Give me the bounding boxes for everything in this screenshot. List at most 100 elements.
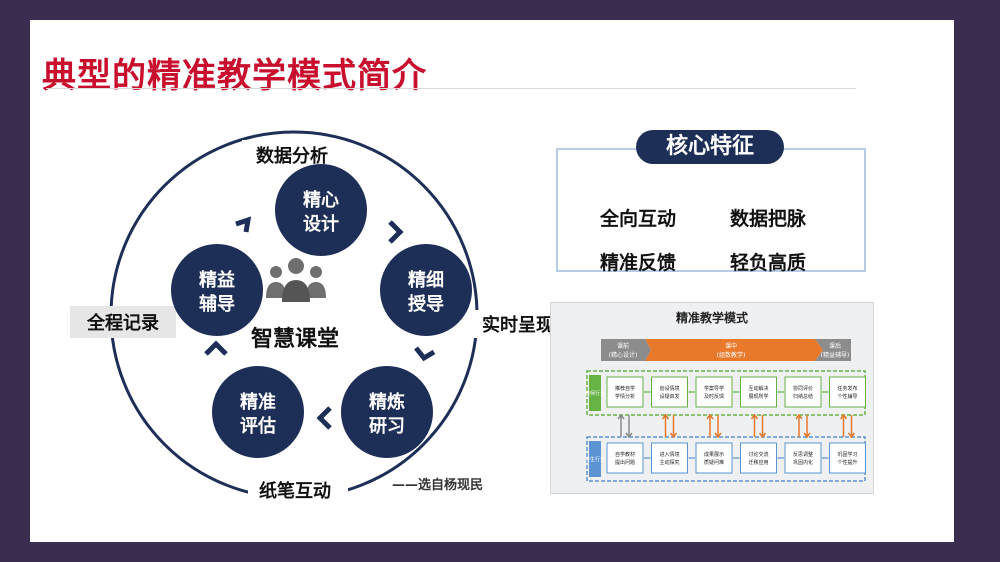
model-flow: 课前 (精心设计) 课中 (组数教学) 课后 (精益辅导) 教师行为 学生行为 …: [585, 339, 866, 482]
teacher-step-line1: 互动解决: [748, 385, 768, 392]
student-step-line1: 成果展示: [704, 451, 724, 458]
node-tutor: 精益 辅导: [171, 244, 263, 336]
up-arrow-icon: [795, 413, 803, 437]
student-step-line2: 迁移应用: [748, 459, 768, 466]
phase-pre-line1: 课前: [617, 342, 629, 350]
trait-4: 轻负高质: [730, 252, 807, 274]
teacher-step-box: [829, 376, 866, 408]
down-arrow-icon: [714, 415, 722, 439]
up-arrow-icon: [750, 413, 759, 437]
student-step-line1: 反思调整: [793, 451, 813, 458]
teacher-step-line2: 及时反馈: [704, 393, 724, 400]
phase-post: [815, 339, 851, 361]
teacher-step-line1: 创设情境: [659, 385, 679, 392]
trait-1: 全向互动: [600, 208, 677, 230]
teacher-step-box: [695, 376, 733, 408]
teacher-step-line1: 任务发布: [837, 385, 857, 392]
down-arrow-icon: [847, 415, 856, 439]
student-label-bg: [589, 441, 601, 477]
title-divider: [46, 88, 856, 89]
teacher-label: 教师行为: [585, 390, 605, 397]
left-label-bg: [70, 306, 176, 338]
node-practice-line1: 精炼: [369, 391, 405, 413]
phase-post-line2: (精益辅导): [821, 351, 850, 359]
teacher-step-line2: 个性辅导: [837, 393, 857, 400]
node-practice-line2: 研习: [369, 416, 405, 437]
bottom-label-bg: [248, 474, 348, 502]
student-step-box: [784, 442, 822, 474]
student-step-line2: 个性提升: [837, 459, 857, 466]
down-arrow-icon: [625, 415, 633, 439]
teacher-step-line2: 设疑启发: [659, 393, 679, 400]
center-label: 智慧课堂: [251, 326, 339, 352]
student-step-line1: 进入情境: [659, 451, 679, 458]
teacher-step-line2: 学情分析: [615, 393, 635, 400]
trait-3: 精准反馈: [600, 252, 677, 274]
student-label: 学生行为: [585, 456, 605, 463]
teacher-step-line1: 协同评价: [793, 385, 813, 392]
core-features-box: [556, 148, 866, 272]
node-tutor-line1: 精益: [199, 269, 235, 291]
teacher-step-box: [740, 376, 777, 408]
student-step-box: [695, 442, 733, 474]
student-step-line2: 提出问题: [615, 459, 635, 466]
chevron-down-icon: [414, 346, 436, 362]
student-step-box: [606, 442, 644, 474]
phase-post-line1: 课后: [829, 342, 841, 350]
teacher-step-line1: 学案导学: [704, 385, 724, 392]
model-title: 精准教学模式: [675, 311, 748, 325]
node-teach-line1: 精细: [408, 269, 444, 291]
outer-label-bottom: 纸笔互动: [259, 480, 331, 502]
node-evaluate-line2: 评估: [240, 415, 276, 437]
cycle-diagram: 数据分析 实时呈现 纸笔互动 全程记录 精心 设计 精细 授导 精炼 研习 精准…: [70, 130, 560, 502]
node-evaluate-line1: 精准: [240, 391, 276, 413]
outer-label-top: 数据分析: [256, 145, 328, 167]
down-arrow-icon: [758, 415, 767, 439]
phase-in-line1: 课中: [725, 342, 737, 350]
phase-in-line2: (组数教学): [717, 351, 746, 359]
trait-2: 数据把脉: [730, 208, 807, 230]
credit-line: ——选自杨现民: [392, 478, 484, 493]
student-step-line1: 自学教材: [615, 451, 635, 458]
up-arrow-icon: [661, 413, 670, 437]
chevron-up-icon: [204, 340, 228, 356]
people-group-icon: [266, 258, 326, 302]
node-design-line2: 设计: [303, 213, 339, 235]
up-arrow-icon: [839, 413, 848, 437]
chevron-left-icon: [316, 406, 332, 430]
node-teach: 精细 授导: [380, 244, 472, 336]
teacher-step-line2: 归纳总结: [793, 393, 813, 400]
student-step-line2: 主动探究: [659, 459, 679, 466]
outer-label-right: 实时呈现: [482, 314, 554, 336]
student-step-box: [740, 442, 777, 474]
up-arrow-icon: [706, 413, 714, 437]
teacher-step-box: [606, 376, 644, 408]
teacher-step-line1: 推荐自学: [615, 385, 635, 392]
chevron-upright-icon: [235, 216, 252, 233]
slide-title: 典型的精准教学模式简介: [42, 56, 427, 96]
down-arrow-icon: [803, 415, 811, 439]
top-label-bg: [242, 140, 342, 168]
teacher-step-box: [784, 376, 822, 408]
node-evaluate: 精准 评估: [212, 366, 304, 458]
teacher-step-line2: 展现所学: [748, 393, 768, 400]
outer-label-left: 全程记录: [86, 312, 159, 334]
student-step-box: [829, 442, 866, 474]
node-teach-line2: 授导: [408, 293, 444, 315]
node-tutor-line2: 辅导: [199, 293, 235, 315]
right-label-bg: [472, 310, 560, 338]
student-step-line2: 质疑问难: [704, 459, 724, 466]
phase-in: [645, 339, 823, 361]
teaching-model-figure: 精准教学模式 课前 (精心设计) 课中 (组数教学) 课后 (精益辅导) 教师行…: [550, 302, 874, 494]
student-step-line1: 讨论交流: [748, 451, 768, 458]
teacher-step-box: [651, 376, 688, 408]
student-step-line1: 巩固学习: [837, 451, 857, 458]
chevron-right-icon: [388, 220, 404, 244]
node-design: 精心 设计: [275, 164, 367, 256]
teacher-label-bg: [589, 375, 601, 411]
student-step-box: [651, 442, 688, 474]
core-features-title: 核心特征: [636, 130, 784, 164]
up-arrow-icon: [617, 413, 625, 437]
node-practice: 精炼 研习: [341, 366, 433, 458]
node-design-line1: 精心: [303, 189, 339, 211]
